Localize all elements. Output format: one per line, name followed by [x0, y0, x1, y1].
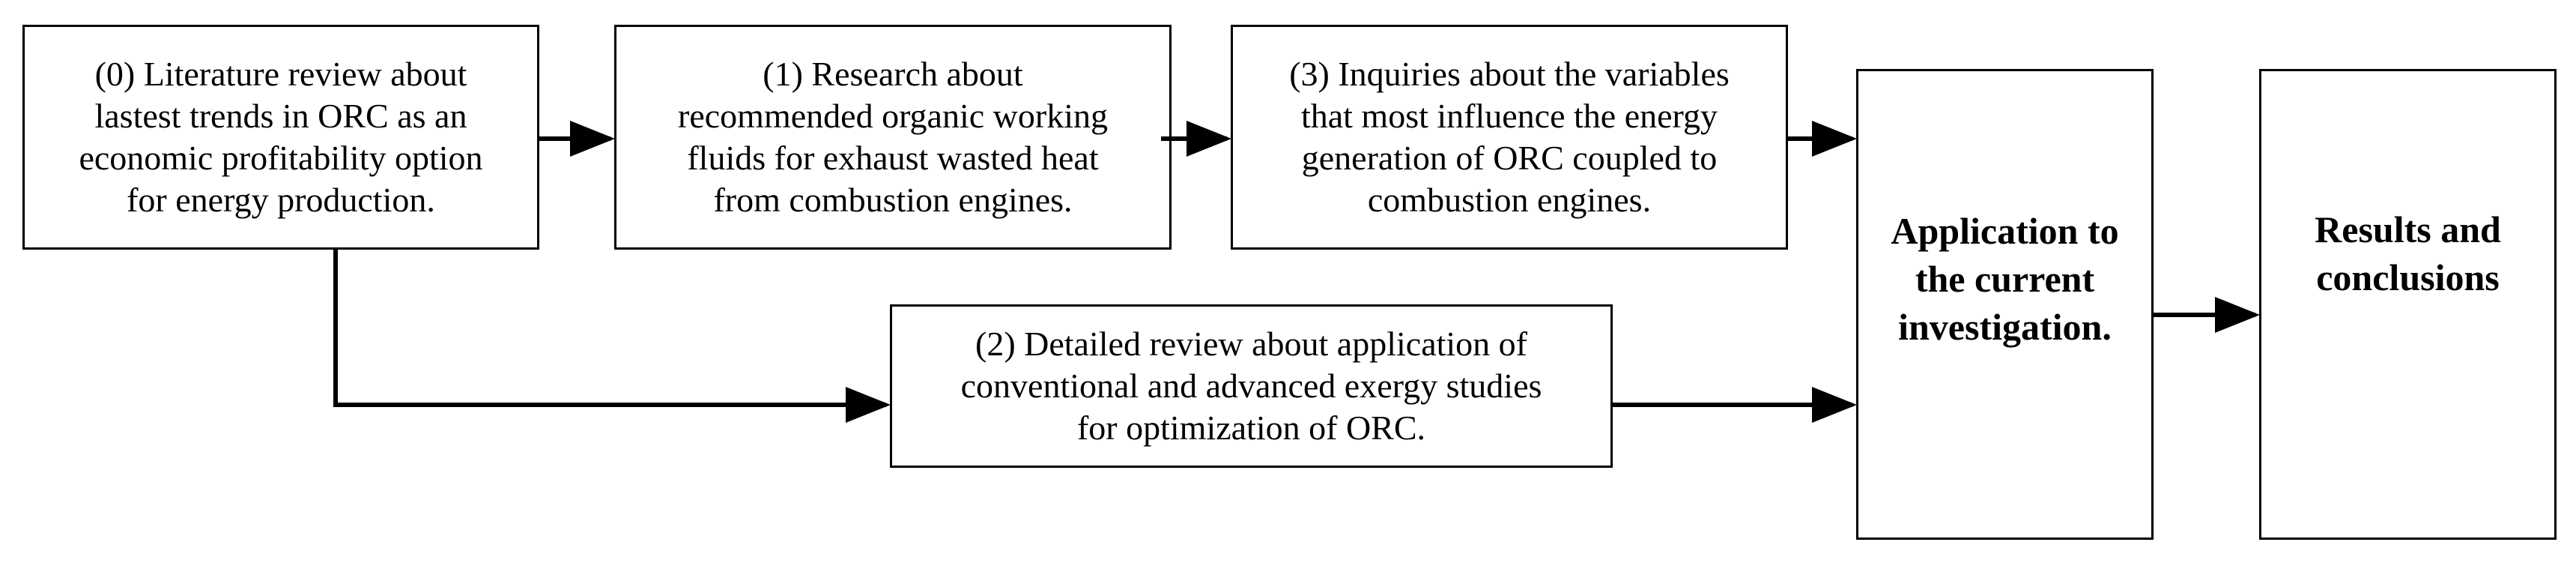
results-label: Results and conclusions: [2315, 208, 2501, 298]
step-1-label: (1) Research about recommended organic w…: [678, 55, 1108, 219]
step-3-label: (3) Inquiries about the variables that m…: [1289, 55, 1730, 219]
application-label: Application to the current investigation…: [1891, 210, 2119, 348]
step-0-literature-review-box: (0) Literature review about lastest tren…: [22, 25, 539, 250]
step-3-variables-box: (3) Inquiries about the variables that m…: [1231, 25, 1788, 250]
step-2-exergy-review-box: (2) Detailed review about application of…: [890, 304, 1613, 468]
arrow-step0-to-step2: [333, 250, 891, 423]
application-box: Application to the current investigation…: [1856, 69, 2154, 540]
step-0-label: (0) Literature review about lastest tren…: [79, 55, 483, 219]
results-box: Results and conclusions: [2259, 69, 2557, 540]
step-1-working-fluids-box: (1) Research about recommended organic w…: [614, 25, 1172, 250]
step-2-label: (2) Detailed review about application of…: [960, 325, 1542, 447]
